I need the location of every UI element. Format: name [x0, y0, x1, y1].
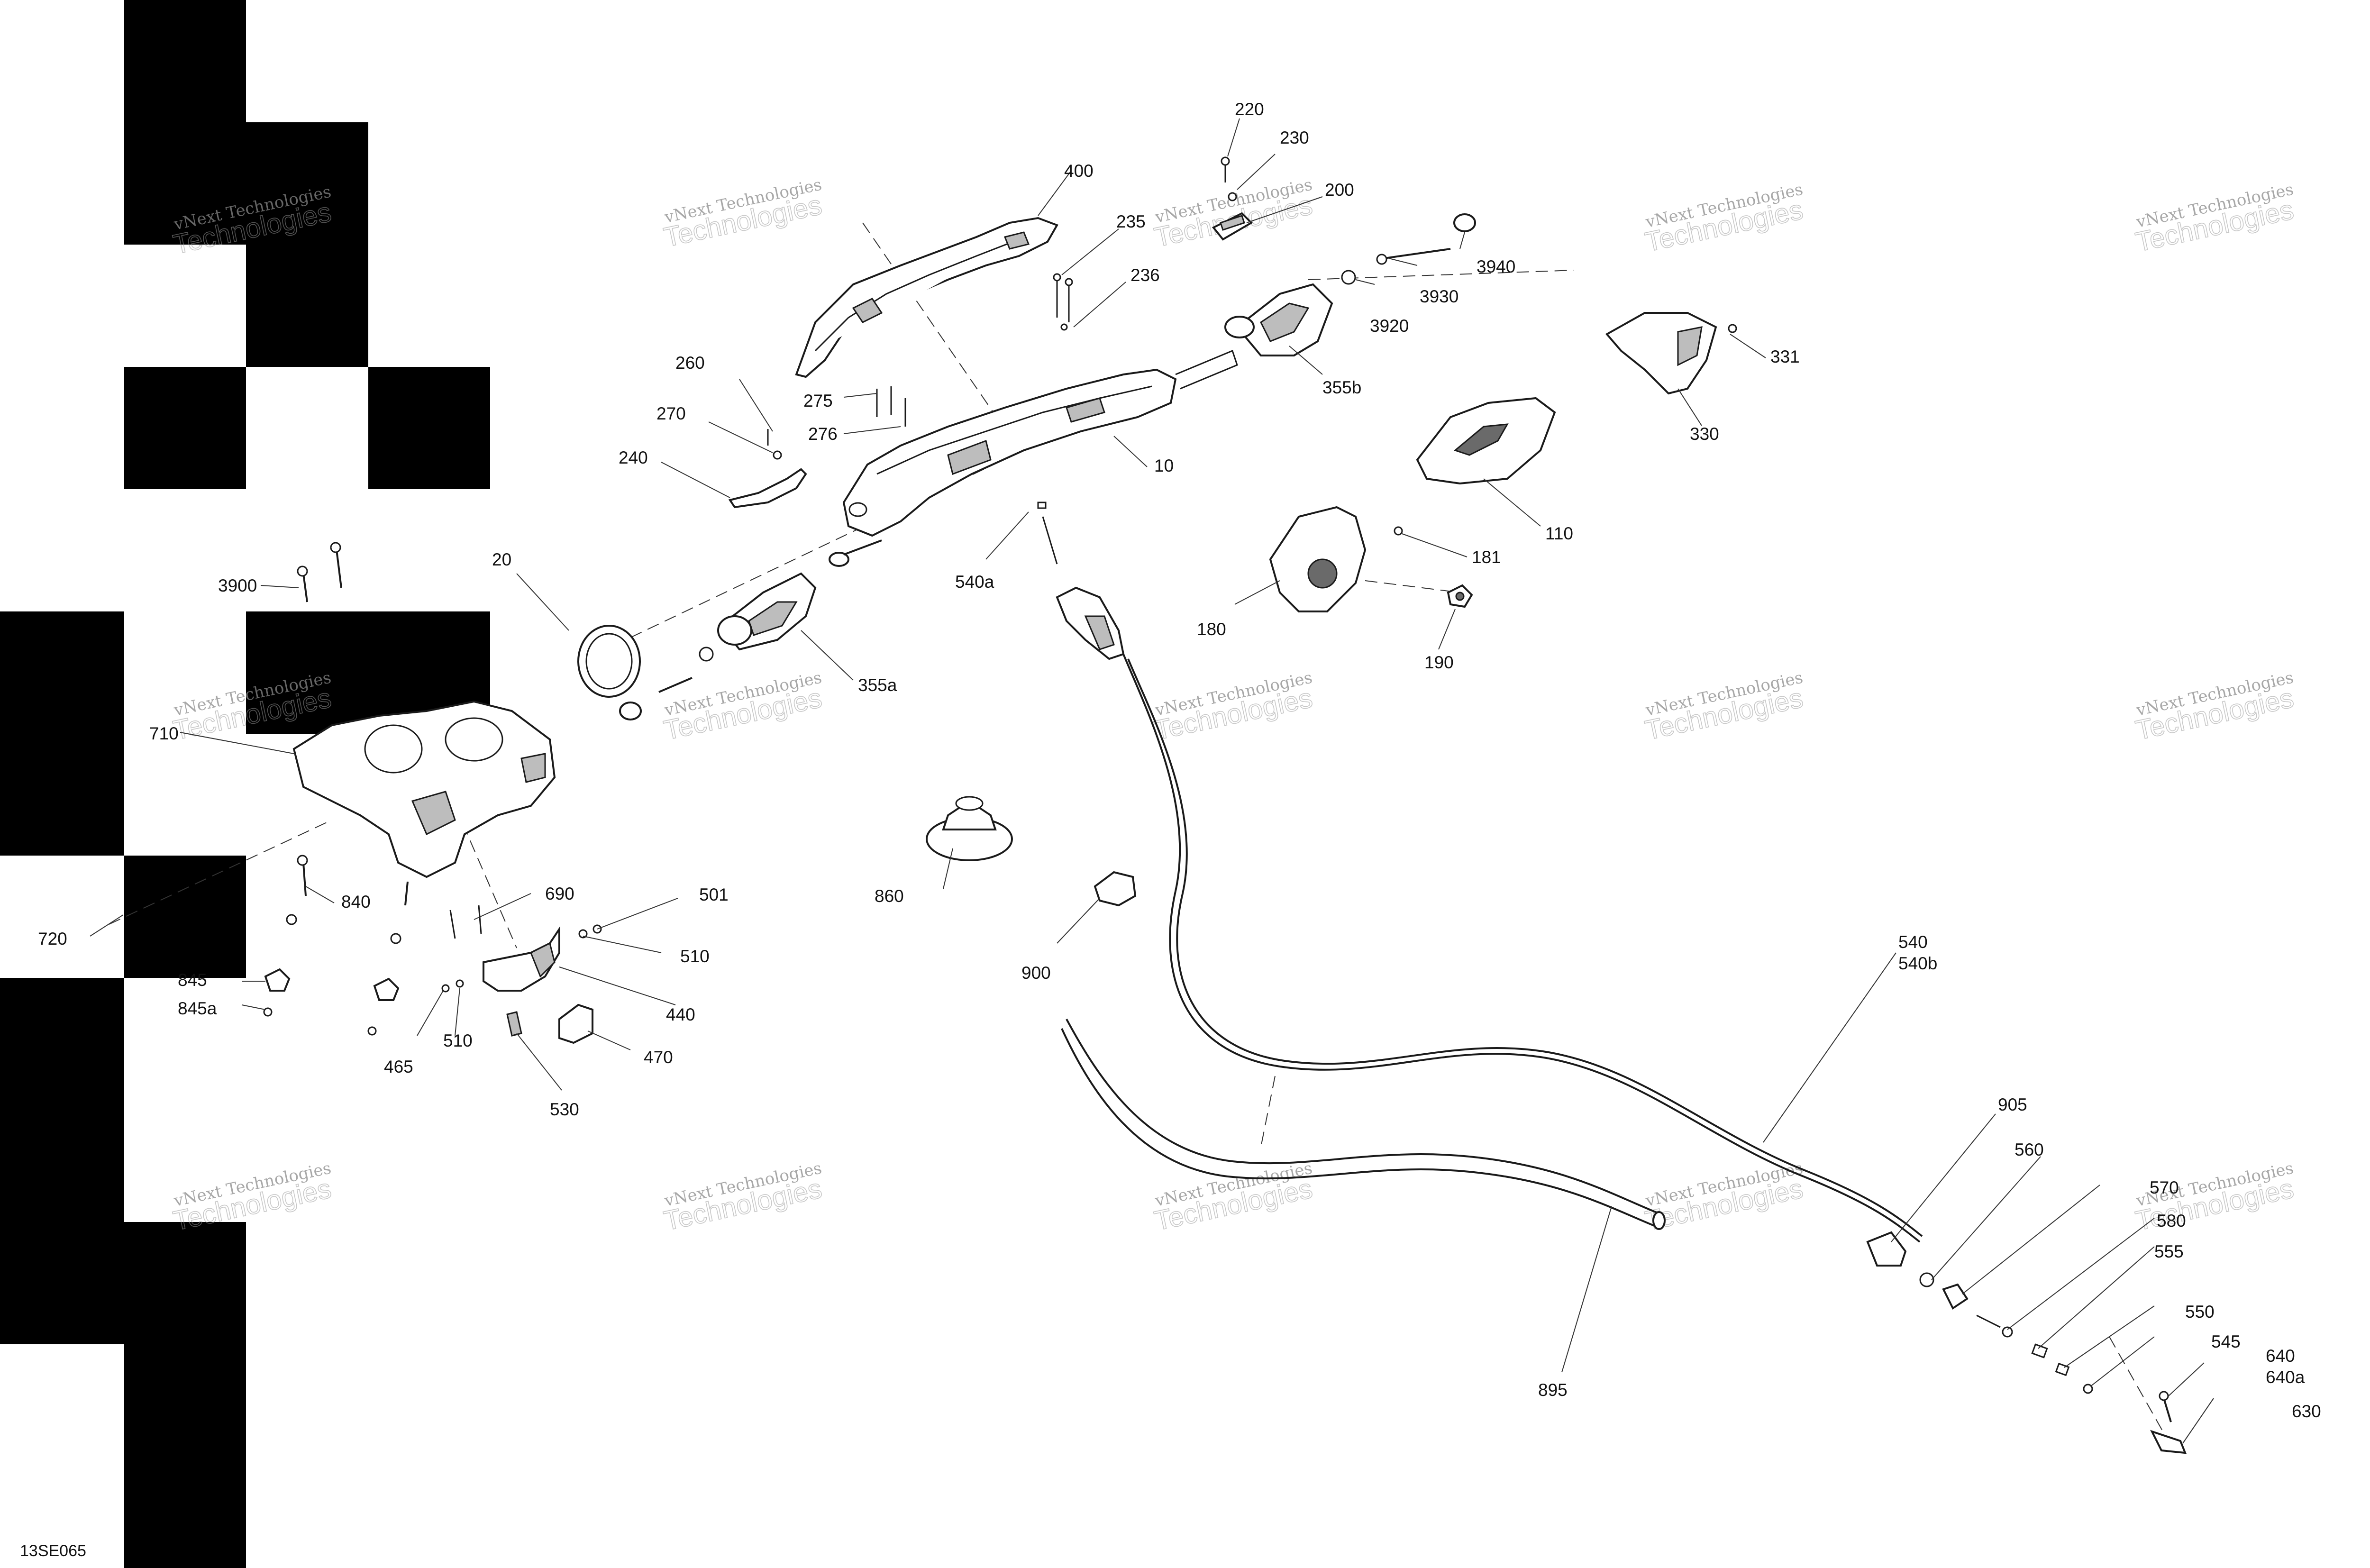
part-860-cap [926, 796, 1013, 861]
callout-560: 560 [2014, 1140, 2044, 1159]
callout-440: 440 [666, 1005, 695, 1024]
callout-110: 110 [1545, 524, 1573, 543]
callout-640a: 640a [2266, 1367, 2305, 1387]
callout-260: 260 [675, 353, 705, 373]
diagram-code: 13SE065 [20, 1542, 86, 1560]
callout-275: 275 [803, 391, 833, 410]
cable-540 [1122, 654, 1923, 1243]
callout-545: 545 [2211, 1332, 2241, 1351]
callout-181: 181 [1472, 547, 1501, 567]
callout-720: 720 [38, 929, 67, 948]
part-180-bracket [1269, 506, 1403, 612]
callout-270: 270 [656, 404, 686, 423]
callout-470: 470 [644, 1048, 673, 1067]
callout-240: 240 [619, 448, 648, 467]
part-440-clamp [441, 905, 602, 993]
callout-845: 845 [178, 970, 207, 990]
callout-540b: 540b [1898, 954, 1937, 973]
callout-845a: 845a [178, 999, 217, 1018]
part-240-lever [728, 429, 807, 509]
part-20-ring [577, 625, 641, 698]
callout-540: 540 [1898, 932, 1928, 952]
redaction-block [124, 0, 246, 122]
callout-690: 690 [545, 884, 574, 903]
redaction-block [124, 122, 368, 245]
callout-550: 550 [2185, 1302, 2215, 1322]
part-275-screws [876, 386, 906, 427]
callout-330: 330 [1690, 424, 1719, 444]
callout-570: 570 [2150, 1178, 2179, 1197]
redaction-block [124, 856, 246, 978]
callout-230: 230 [1280, 128, 1309, 147]
redaction-block [0, 1222, 246, 1344]
callout-220: 220 [1235, 100, 1264, 119]
callout-710: 710 [149, 724, 179, 743]
part-400-upper-cover [795, 217, 1058, 378]
callout-895: 895 [1538, 1380, 1568, 1400]
part-845-nuts [263, 968, 400, 1036]
part-355b-grip [1224, 283, 1333, 356]
part-3900-screws [297, 542, 342, 602]
part-330-cover [1605, 312, 1737, 395]
callout-530: 530 [550, 1100, 579, 1119]
callout-640: 640 [2266, 1346, 2295, 1366]
redaction-block [124, 367, 246, 489]
leader-lines [90, 118, 2214, 1444]
callout-355b: 355b [1322, 378, 1361, 397]
callout-3900: 3900 [218, 576, 257, 595]
callout-400: 400 [1064, 161, 1094, 181]
part-840-screws [286, 855, 409, 944]
callout-555: 555 [2154, 1242, 2184, 1261]
callout-331: 331 [1770, 347, 1800, 366]
cable-end-fittings [1866, 1231, 2187, 1454]
callout-3930: 3930 [1420, 287, 1458, 306]
callout-860: 860 [875, 886, 904, 906]
callout-501: 501 [699, 885, 729, 904]
redaction-block [246, 245, 368, 367]
redaction-blocks [0, 0, 490, 1568]
callout-276: 276 [808, 424, 838, 444]
callout-10: 10 [1154, 456, 1174, 475]
hose-895 [1061, 1019, 1666, 1230]
redaction-block [0, 611, 124, 856]
callout-465: 465 [384, 1057, 413, 1076]
callout-235: 235 [1116, 212, 1146, 231]
callout-3920: 3920 [1370, 316, 1409, 336]
part-200-clip [1212, 156, 1253, 241]
part-235-screws [1053, 273, 1073, 331]
part-900-clamp [1094, 871, 1137, 907]
callout-905: 905 [1998, 1095, 2027, 1114]
part-540a-clip [1037, 501, 1058, 565]
redaction-block [124, 1344, 246, 1568]
part-3930-bolt [1341, 213, 1476, 285]
redaction-block [368, 367, 490, 489]
part-710-mount-bracket [292, 700, 556, 878]
callout-180: 180 [1197, 620, 1226, 639]
callout-540a-upper: 540a [955, 572, 994, 592]
callout-630: 630 [2292, 1402, 2321, 1421]
callout-900: 900 [1021, 963, 1051, 983]
part-110-panel [1416, 397, 1556, 485]
callout-190: 190 [1424, 653, 1454, 672]
callout-355a: 355a [858, 675, 897, 695]
callout-510-left: 510 [443, 1031, 473, 1050]
part-540a-cable-head [1056, 586, 1125, 660]
callout-200: 200 [1325, 180, 1354, 200]
redaction-block [0, 978, 124, 1222]
callout-840: 840 [341, 892, 371, 912]
callout-3940: 3940 [1477, 257, 1515, 276]
callout-20: 20 [492, 550, 511, 569]
callout-236: 236 [1130, 265, 1160, 285]
part-190-nut [1447, 584, 1473, 608]
part-355a-grip [619, 572, 817, 720]
callout-580: 580 [2157, 1211, 2186, 1231]
callout-510-right: 510 [680, 947, 710, 966]
callout-labels: 220 230 200 400 235 236 3940 3930 3920 3… [38, 100, 2321, 1421]
part-10-main-housing [829, 349, 1238, 567]
